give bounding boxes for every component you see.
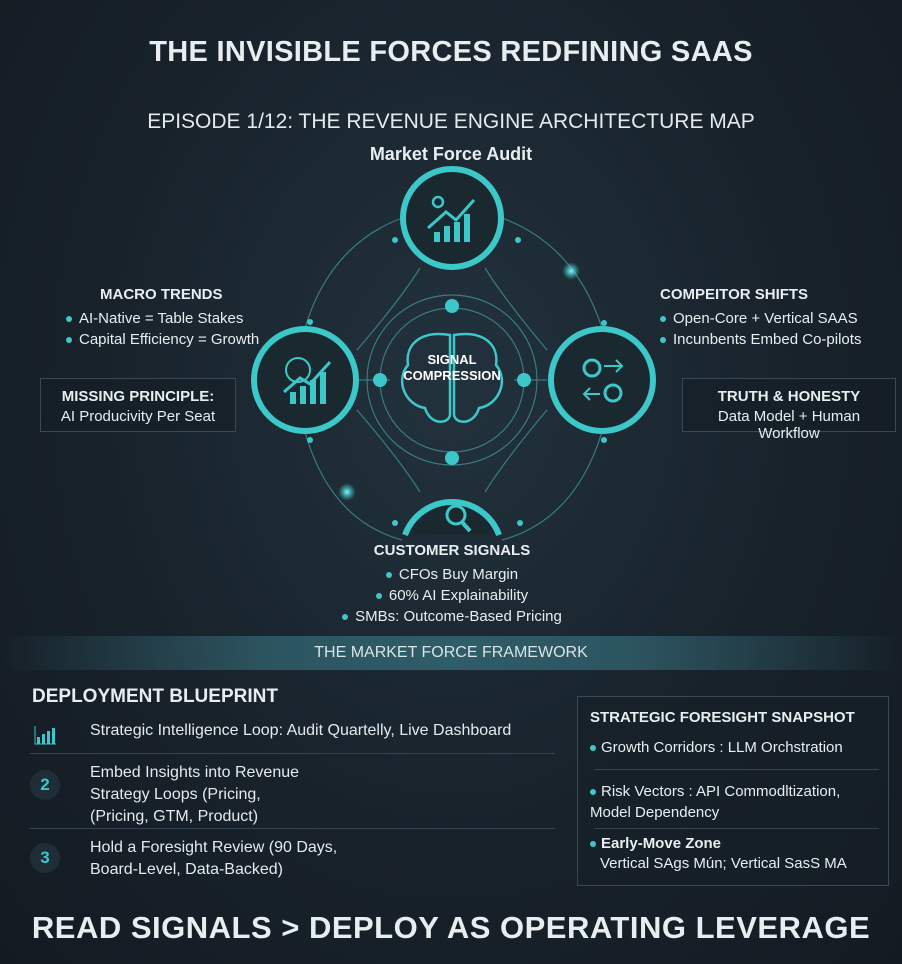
customer-signals-heading: CUSTOMER SIGNALS (373, 542, 531, 559)
footer-tagline: READ SIGNALS > DEPLOY AS OPERATING LEVER… (31, 910, 871, 945)
right-node-gears-exchange-icon (548, 326, 656, 434)
blueprint-row: Strategic Intelligence Loop: Audit Quart… (30, 720, 555, 750)
list-item: SMBs: Outcome-Based Pricing (302, 606, 602, 627)
episode-subtitle: EPISODE 1/12: THE REVENUE ENGINE ARCHITE… (147, 110, 755, 133)
page-title: THE INVISIBLE FORCES REDFINING SAAS (149, 36, 753, 68)
foresight-snapshot-panel: STRATEGIC FORESIGHT SNAPSHOT Growth Corr… (577, 696, 889, 886)
chart-icon (30, 720, 60, 750)
competitor-shifts: COMPEITOR SHIFTS Open-Core + Vertical SA… (660, 286, 880, 350)
top-node-growth-icon (400, 166, 504, 270)
blueprint-row-text: Strategic Intelligence Loop: Audit Quart… (90, 722, 512, 739)
blueprint-row-text: Embed Insights into Revenue Strategy Loo… (90, 764, 300, 825)
step-number-badge: 3 (30, 843, 60, 873)
snapshot-item: Early-Move Zone (590, 833, 885, 854)
force-diagram: SIGNAL COMPRESSION (251, 166, 656, 541)
blueprint-row: 3 Hold a Foresight Review (90 Days, Boar… (30, 837, 555, 881)
list-item: Open-Core + Vertical SAAS (660, 308, 880, 329)
blueprint-row: 2 Embed Insights into Revenue Strategy L… (30, 762, 555, 828)
snapshot-item: Growth Corridors : LLM Orchstration (590, 737, 885, 758)
glow-dot (562, 262, 580, 280)
center-label-line2: COMPRESSION (403, 368, 501, 383)
list-item: CFOs Buy Margin (302, 564, 602, 585)
divider (30, 753, 555, 754)
divider (30, 828, 555, 829)
glow-dot (338, 483, 356, 501)
blueprint-row-text: Hold a Foresight Review (90 Days, Board-… (90, 839, 338, 878)
list-item: Capital Efficiency = Growth (66, 329, 266, 350)
macro-trends-heading: MACRO TRENDS (100, 286, 223, 303)
missing-principle-text: AI Producivity Per Seat (60, 408, 216, 425)
list-item: AI-Native = Table Stakes (66, 308, 266, 329)
connector-nodes (307, 237, 607, 526)
snapshot-heading: STRATEGIC FORESIGHT SNAPSHOT (590, 709, 855, 726)
divider (594, 769, 879, 770)
macro-trends: MACRO TRENDS AI-Native = Table Stakes Ca… (66, 286, 266, 350)
truth-honesty-heading: TRUTH & HONESTY (717, 388, 861, 405)
step-number-badge: 2 (30, 770, 60, 800)
missing-principle-box: MISSING PRINCIPLE: AI Producivity Per Se… (40, 378, 236, 432)
brain-icon (400, 332, 504, 423)
left-node-global-growth-icon (251, 326, 359, 434)
framework-band: THE MARKET FORCE FRAMEWORK (0, 636, 902, 670)
center-label-line1: SIGNAL (427, 352, 476, 367)
divider (594, 828, 879, 829)
list-item: Incunbents Embed Co-pilots (660, 329, 880, 350)
competitor-shifts-heading: COMPEITOR SHIFTS (660, 286, 809, 303)
blueprint-heading: DEPLOYMENT BLUEPRINT (32, 686, 278, 707)
truth-honesty-text: Data Model + Human Workflow (717, 408, 861, 442)
bottom-node-search-icon (402, 499, 502, 537)
missing-principle-heading: MISSING PRINCIPLE: (61, 388, 215, 405)
snapshot-item-detail: Vertical SAgs Mún; Vertical SasS MA (600, 855, 847, 872)
list-item: 60% AI Explainability (302, 585, 602, 606)
snapshot-item: Risk Vectors : API Commodltization, Mode… (590, 781, 885, 823)
truth-honesty-box: TRUTH & HONESTY Data Model + Human Workf… (682, 378, 896, 442)
customer-signals: CUSTOMER SIGNALS CFOs Buy Margin 60% AI … (302, 542, 602, 627)
section-subtitle: Market Force Audit (369, 144, 533, 164)
